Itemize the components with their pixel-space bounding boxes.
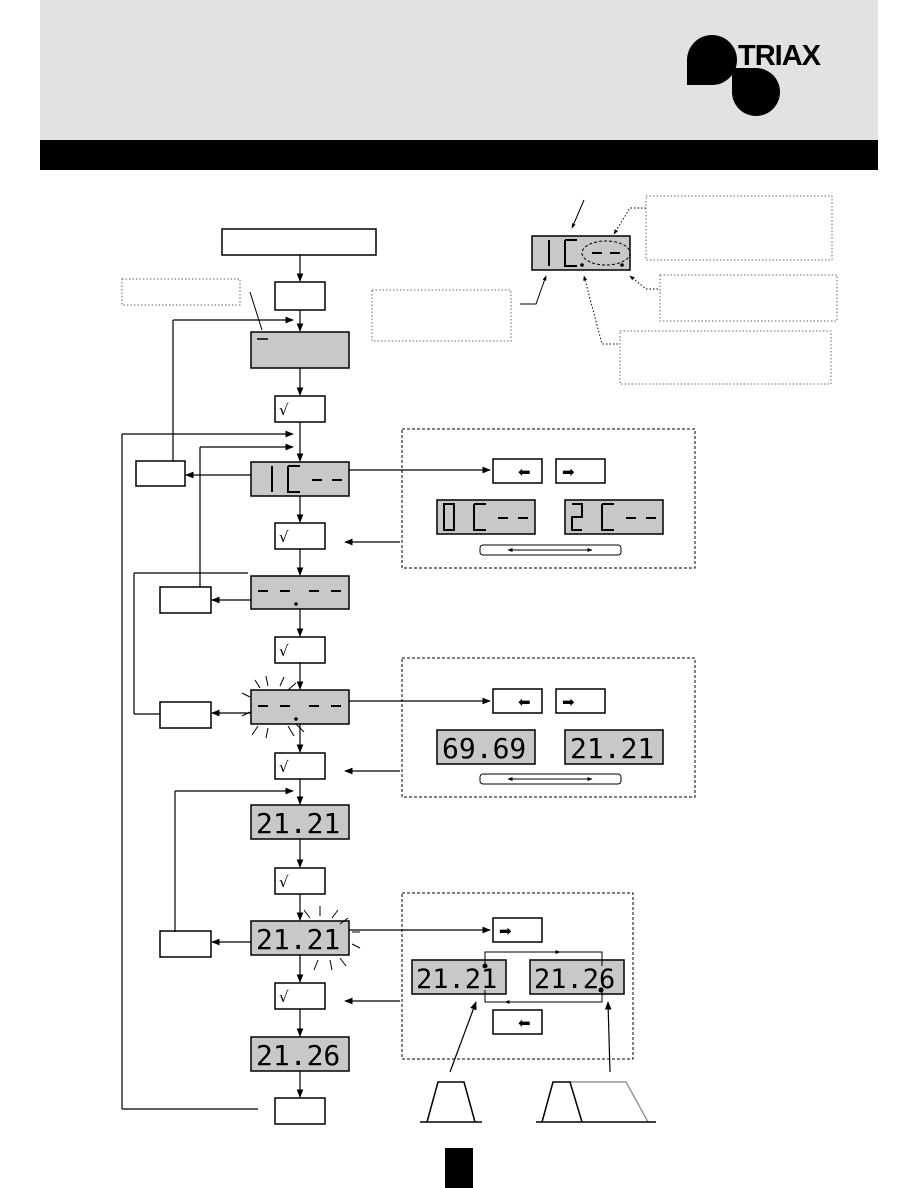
svg-text:√: √ (279, 758, 289, 776)
svg-text:√: √ (279, 642, 289, 660)
right-key-2: ➡ (555, 688, 606, 714)
note-box-1 (645, 195, 833, 261)
ok-key-4: √ (274, 752, 326, 780)
lcd-channel-digits (271, 465, 342, 493)
svg-text:➡: ➡ (562, 693, 575, 711)
triax-logo-icon (687, 35, 780, 116)
end-key-box (274, 1097, 326, 1125)
ok-key-6: √ (274, 982, 326, 1010)
ok-key-3: √ (274, 636, 326, 664)
svg-text:√: √ (279, 988, 289, 1006)
ok-key-5: √ (274, 867, 326, 895)
exit-key-1 (135, 460, 186, 487)
lcd-edit-text: 21.21 (256, 923, 340, 956)
start-box (221, 228, 377, 256)
right-key-3: ➡ (492, 917, 543, 943)
brand-name: TRIAX (738, 40, 821, 72)
lcd-empty (250, 575, 350, 610)
filter-response-icon-2 (536, 1081, 656, 1123)
lcd-option-prev-digits (443, 503, 528, 531)
svg-text:⬅: ⬅ (518, 693, 531, 711)
exit-key-2 (159, 586, 212, 614)
svg-text:➡: ➡ (562, 463, 575, 481)
menu-key-box (274, 281, 326, 311)
lcd-freq-text: 21.21 (256, 807, 340, 840)
panel-frequency-edit (401, 892, 634, 1060)
svg-text:√: √ (279, 528, 289, 546)
page-number-block (445, 1148, 473, 1188)
lcd-freq-b-text: 21.21 (570, 732, 654, 765)
left-key-3: ⬅ (492, 1009, 543, 1035)
right-key-1: ➡ (555, 458, 606, 484)
lcd-result-text: 21.26 (256, 1039, 340, 1072)
exit-key-3 (159, 701, 212, 729)
lcd-freq-a (436, 729, 536, 765)
left-key-1: ⬅ (492, 458, 543, 484)
lcd-blank (250, 331, 350, 369)
lcd-freq-b (564, 729, 664, 765)
ok-key-1: √ (274, 395, 326, 423)
left-key-2: ⬅ (492, 688, 543, 714)
filter-response-icon-1 (420, 1081, 482, 1123)
lcd-edit-from-text: 21.21 (416, 964, 497, 995)
svg-text:√: √ (279, 873, 289, 891)
lcd-blink-digits (258, 705, 341, 721)
lcd-freq-a-text: 69.69 (442, 732, 526, 765)
lcd-empty-digits (258, 590, 341, 606)
lcd-option-next-digits (571, 503, 656, 531)
panel-channel-options (401, 428, 696, 569)
lcd-freq (250, 804, 350, 840)
svg-text:➡: ➡ (499, 922, 512, 940)
header-bar (40, 140, 878, 170)
lcd-example-digits (548, 239, 620, 267)
note-box-4 (371, 289, 512, 342)
svg-text:⬅: ⬅ (518, 463, 531, 481)
note-box-cursor (121, 278, 241, 306)
note-box-3 (619, 330, 832, 385)
panel-frequency-options (401, 657, 696, 798)
lcd-edit-to (529, 959, 625, 995)
svg-text:⬅: ⬅ (518, 1014, 531, 1032)
note-box-2 (659, 274, 838, 322)
blink-rays-icon-2 (303, 906, 361, 971)
lcd-result (250, 1036, 350, 1072)
exit-key-4 (159, 930, 212, 958)
svg-text:√: √ (279, 401, 289, 419)
ok-key-2: √ (274, 522, 326, 550)
lcd-edit-from (411, 959, 507, 995)
